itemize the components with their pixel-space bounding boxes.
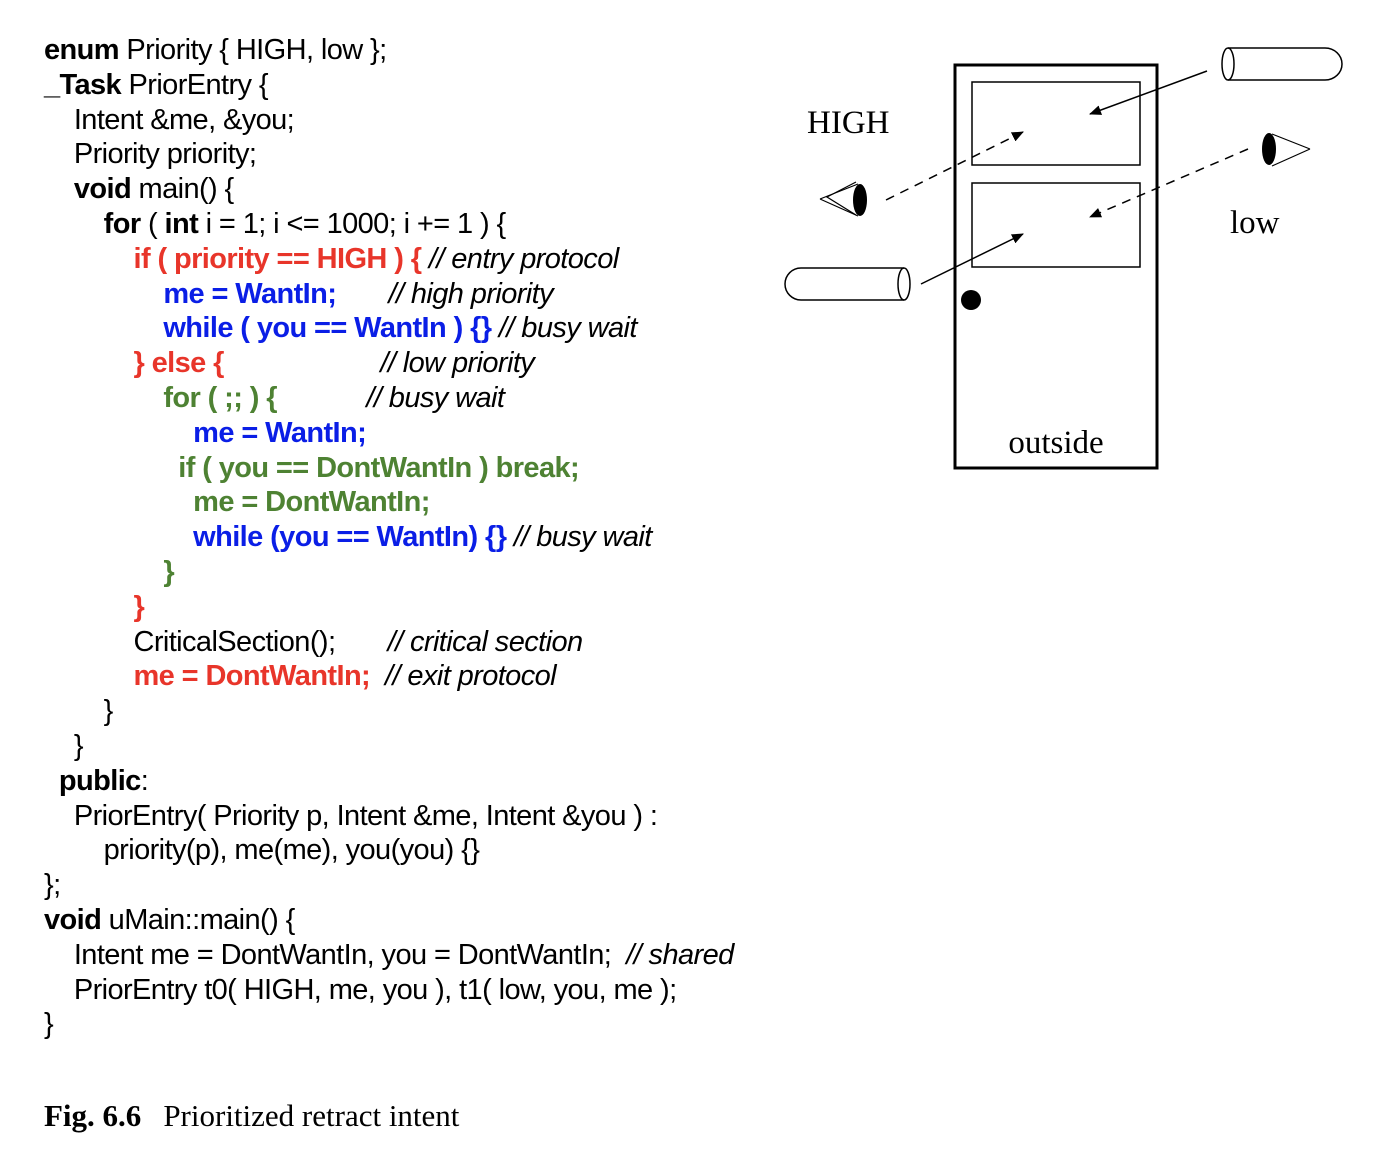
code-token: } — [44, 1008, 54, 1041]
high-label: HIGH — [807, 105, 889, 141]
code-listing: enum Priority { HIGH, low };_Task PriorE… — [44, 33, 734, 1042]
code-token: ( — [140, 207, 165, 240]
code-line: while (you == WantIn) {} // busy wait — [44, 520, 734, 555]
code-comment: // busy wait — [506, 521, 652, 554]
code-token: me = WantIn; — [193, 416, 367, 449]
code-token: PriorEntry( Priority p, Intent &me, Inte… — [44, 799, 658, 832]
code-line: if ( you == DontWantIn ) break; — [44, 451, 734, 486]
code-token: _Task — [44, 68, 122, 101]
code-line: } — [44, 1007, 734, 1042]
code-token: me = DontWantIn; — [133, 660, 371, 693]
code-token: me = WantIn; — [163, 277, 337, 310]
code-line: for ( int i = 1; i <= 1000; i += 1 ) { — [44, 207, 734, 242]
low-eye-icon — [1262, 133, 1311, 167]
code-token: while (you == WantIn) {} — [193, 521, 507, 554]
code-line: } — [44, 729, 734, 764]
figure-title: Prioritized retract intent — [163, 1098, 460, 1133]
low-flag-cylinder-icon — [1221, 47, 1343, 81]
code-token: if ( priority == HIGH ) { — [133, 242, 423, 275]
code-token: } — [133, 590, 145, 623]
code-comment: // shared — [626, 938, 734, 971]
code-line: }; — [44, 868, 734, 903]
code-token: me = DontWantIn; — [193, 486, 430, 519]
code-token: enum — [44, 34, 120, 66]
code-token: int — [164, 207, 199, 240]
code-token: uMain::main() { — [101, 903, 296, 936]
code-token: CriticalSection(); — [44, 625, 388, 658]
code-comment: // busy wait — [491, 312, 637, 345]
code-token: } — [44, 729, 84, 762]
code-line: PriorEntry( Priority p, Intent &me, Inte… — [44, 799, 734, 834]
code-token: if ( you == DontWantIn ) break; — [178, 451, 580, 484]
code-line: Priority priority; — [44, 137, 734, 172]
code-token: while ( you == WantIn ) {} — [163, 312, 492, 345]
code-token: Priority { HIGH, low }; — [118, 34, 387, 66]
code-token: Priority priority; — [44, 138, 257, 171]
code-token: main() { — [131, 173, 235, 206]
code-comment: // critical section — [387, 625, 583, 658]
code-token: void — [73, 173, 132, 206]
code-line: void main() { — [44, 172, 734, 207]
code-token: PriorEntry t0( HIGH, me, you ), t1( low,… — [44, 973, 677, 1006]
code-line: me = DontWantIn; — [44, 485, 734, 520]
code-token: public — [58, 764, 141, 797]
code-line: enum Priority { HIGH, low }; — [44, 33, 734, 68]
code-line: while ( you == WantIn ) {} // busy wait — [44, 311, 734, 346]
code-line: priority(p), me(me), you(you) {} — [44, 833, 734, 868]
low-label: low — [1230, 205, 1280, 241]
code-token: : — [140, 764, 149, 797]
code-line: _Task PriorEntry { — [44, 68, 734, 103]
outside-label: outside — [1008, 425, 1103, 461]
figure-number: Fig. 6.6 — [44, 1098, 142, 1133]
code-comment: // low priority — [223, 347, 535, 380]
code-line: if ( priority == HIGH ) { // entry proto… — [44, 242, 734, 277]
code-line: } else { // low priority — [44, 346, 734, 381]
low-look-arrow — [1089, 148, 1249, 218]
figure-caption: Fig. 6.6 Prioritized retract intent — [44, 1098, 459, 1134]
code-line: } — [44, 555, 734, 590]
code-token: } — [44, 695, 114, 728]
code-token: void — [44, 903, 102, 936]
code-line: for ( ;; ) { // busy wait — [44, 381, 734, 416]
code-line: me = WantIn; // high priority — [44, 277, 734, 312]
high-eye-icon — [819, 181, 867, 217]
code-token: PriorEntry { — [121, 68, 269, 101]
code-token: } — [163, 555, 175, 588]
code-comment: // high priority — [336, 277, 554, 310]
code-comment: // busy wait — [276, 381, 505, 414]
high-flag-arrow — [920, 233, 1024, 285]
code-line: Intent me = DontWantIn, you = DontWantIn… — [44, 938, 734, 973]
high-flag-cylinder-icon — [784, 267, 911, 301]
low-flag-arrow — [1089, 70, 1208, 115]
code-token: i = 1; i <= 1000; i += 1 ) { — [198, 207, 507, 240]
code-line: public: — [44, 764, 734, 799]
code-token: for — [103, 207, 141, 240]
code-comment: // entry protocol — [421, 242, 619, 275]
code-line: } — [44, 694, 734, 729]
code-token: } else { — [133, 347, 225, 380]
code-line: CriticalSection(); // critical section — [44, 625, 734, 660]
code-token: Intent me = DontWantIn, you = DontWantIn… — [44, 938, 627, 971]
code-line: Intent &me, &you; — [44, 103, 734, 138]
code-line: me = DontWantIn; // exit protocol — [44, 659, 734, 694]
code-line: } — [44, 590, 734, 625]
door-lower-panel — [971, 182, 1141, 268]
code-token: Intent &me, &you; — [44, 103, 295, 136]
code-comment: // exit protocol — [385, 660, 557, 693]
code-line: me = WantIn; — [44, 416, 734, 451]
code-token: priority(p), me(me), you(you) {} — [44, 834, 480, 867]
code-line: void uMain::main() { — [44, 903, 734, 938]
door-upper-panel — [971, 81, 1141, 166]
code-token: for ( ;; ) { — [163, 381, 277, 414]
code-token: }; — [44, 869, 61, 902]
code-line: PriorEntry t0( HIGH, me, you ), t1( low,… — [44, 973, 734, 1008]
door-knob — [961, 290, 981, 310]
